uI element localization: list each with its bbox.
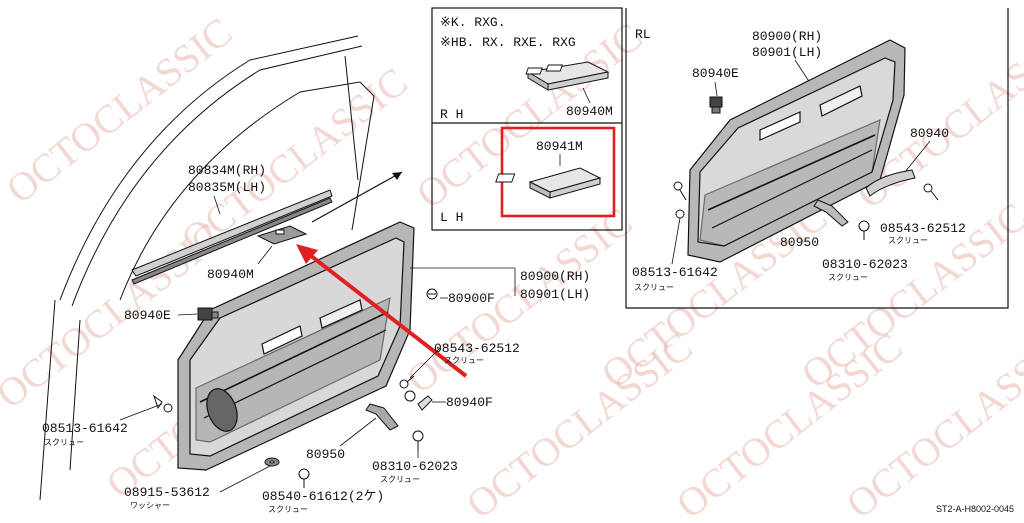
rl-section-frame (625, 8, 1009, 309)
door-screw-b-note: スクリュー (380, 475, 420, 484)
door-screw-a-note: スクリュー (444, 356, 484, 365)
rl-screw-c-note: スクリュー (634, 283, 674, 292)
rl-handle-b (813, 199, 849, 227)
door-screw-a2 (404, 390, 416, 402)
clip-g (417, 395, 433, 411)
door-screw-d (298, 468, 310, 488)
trim-lh-label: 80901(LH) (520, 287, 590, 302)
inset-leader-arrowhead (392, 172, 402, 180)
door-screw-c-label: 08513-61642 (42, 421, 128, 436)
rl-handle (865, 169, 916, 197)
inset-frame (431, 7, 623, 231)
rl-screw-b-label: 08310-62023 (822, 257, 908, 272)
trim-rh-label: 80900(RH) (520, 269, 590, 284)
door-screw-a (399, 375, 415, 389)
door-screw-d-note: スクリュー (268, 505, 308, 514)
rl-screw-a-note: スクリュー (888, 236, 928, 245)
clip-f-label: 80900F (448, 291, 495, 306)
rh-switch-base (525, 61, 610, 91)
door-screw-d-label: 08540-61612(2ケ) (262, 489, 384, 504)
door-handle-b (365, 403, 399, 431)
washer (264, 457, 280, 467)
inset-rh-part: 80940M (566, 104, 613, 119)
washer-label: 08915-53612 (124, 485, 210, 500)
switch-base-label: 80940M (207, 267, 254, 282)
inset-models-line1: ※K. RXG. (440, 15, 506, 30)
inset-leader (311, 171, 403, 223)
inset-box (431, 7, 623, 231)
door-clip (197, 307, 219, 321)
door-screw-b (412, 430, 424, 450)
rl-part-rh: 80900(RH) (752, 29, 822, 44)
rl-clip-label: 80940E (692, 66, 739, 81)
weatherstrip-lh-label: 80835M(LH) (188, 180, 266, 195)
weatherstrip-rh-label: 80834M(RH) (188, 163, 266, 178)
rl-screw-a-label: 08543-62512 (880, 221, 966, 236)
rl-screw-c-label: 08513-61642 (632, 265, 718, 280)
door-switch-base (256, 225, 308, 245)
door-screw-c-note: スクリュー (44, 438, 84, 447)
rl-screw-b (858, 220, 870, 240)
rl-screw-b-note: スクリュー (828, 273, 868, 282)
rl-screw-a (923, 183, 939, 201)
lh-highlight-box (500, 126, 616, 218)
highlight-arrow (296, 244, 468, 378)
clip-f (426, 288, 438, 300)
rl-screw-c (673, 181, 687, 219)
door-handle-b-label: 80950 (306, 447, 345, 462)
washer-note: ワッシャー (130, 501, 170, 510)
rl-handle-label: 80940 (910, 126, 949, 141)
clip-g-label: 80940F (446, 395, 493, 410)
rl-door-panel (687, 39, 906, 263)
rl-clip (709, 96, 723, 114)
rl-part-lh: 80901(LH) (752, 45, 822, 60)
door-screw-b-label: 08310-62023 (372, 459, 458, 474)
door-screw-a-label: 08543-62512 (434, 341, 520, 356)
rl-tag: RL (635, 27, 651, 42)
inset-lh-tag: L H (440, 210, 463, 225)
inset-rh-tag: R H (440, 107, 463, 122)
inset-models-line2: ※HB. RX. RXE. RXG (440, 35, 576, 50)
door-trim-panel (177, 221, 415, 471)
inset-lh-part: 80941M (536, 139, 583, 154)
door-frame (39, 35, 375, 501)
footer-code: ST2-A-H8002-0045 (936, 504, 1014, 514)
lh-switch-base (495, 167, 602, 199)
door-clip-label: 80940E (124, 308, 171, 323)
rl-handle-b-label: 80950 (780, 235, 819, 250)
door-screw-c (153, 394, 173, 413)
weatherstrip (131, 189, 333, 285)
